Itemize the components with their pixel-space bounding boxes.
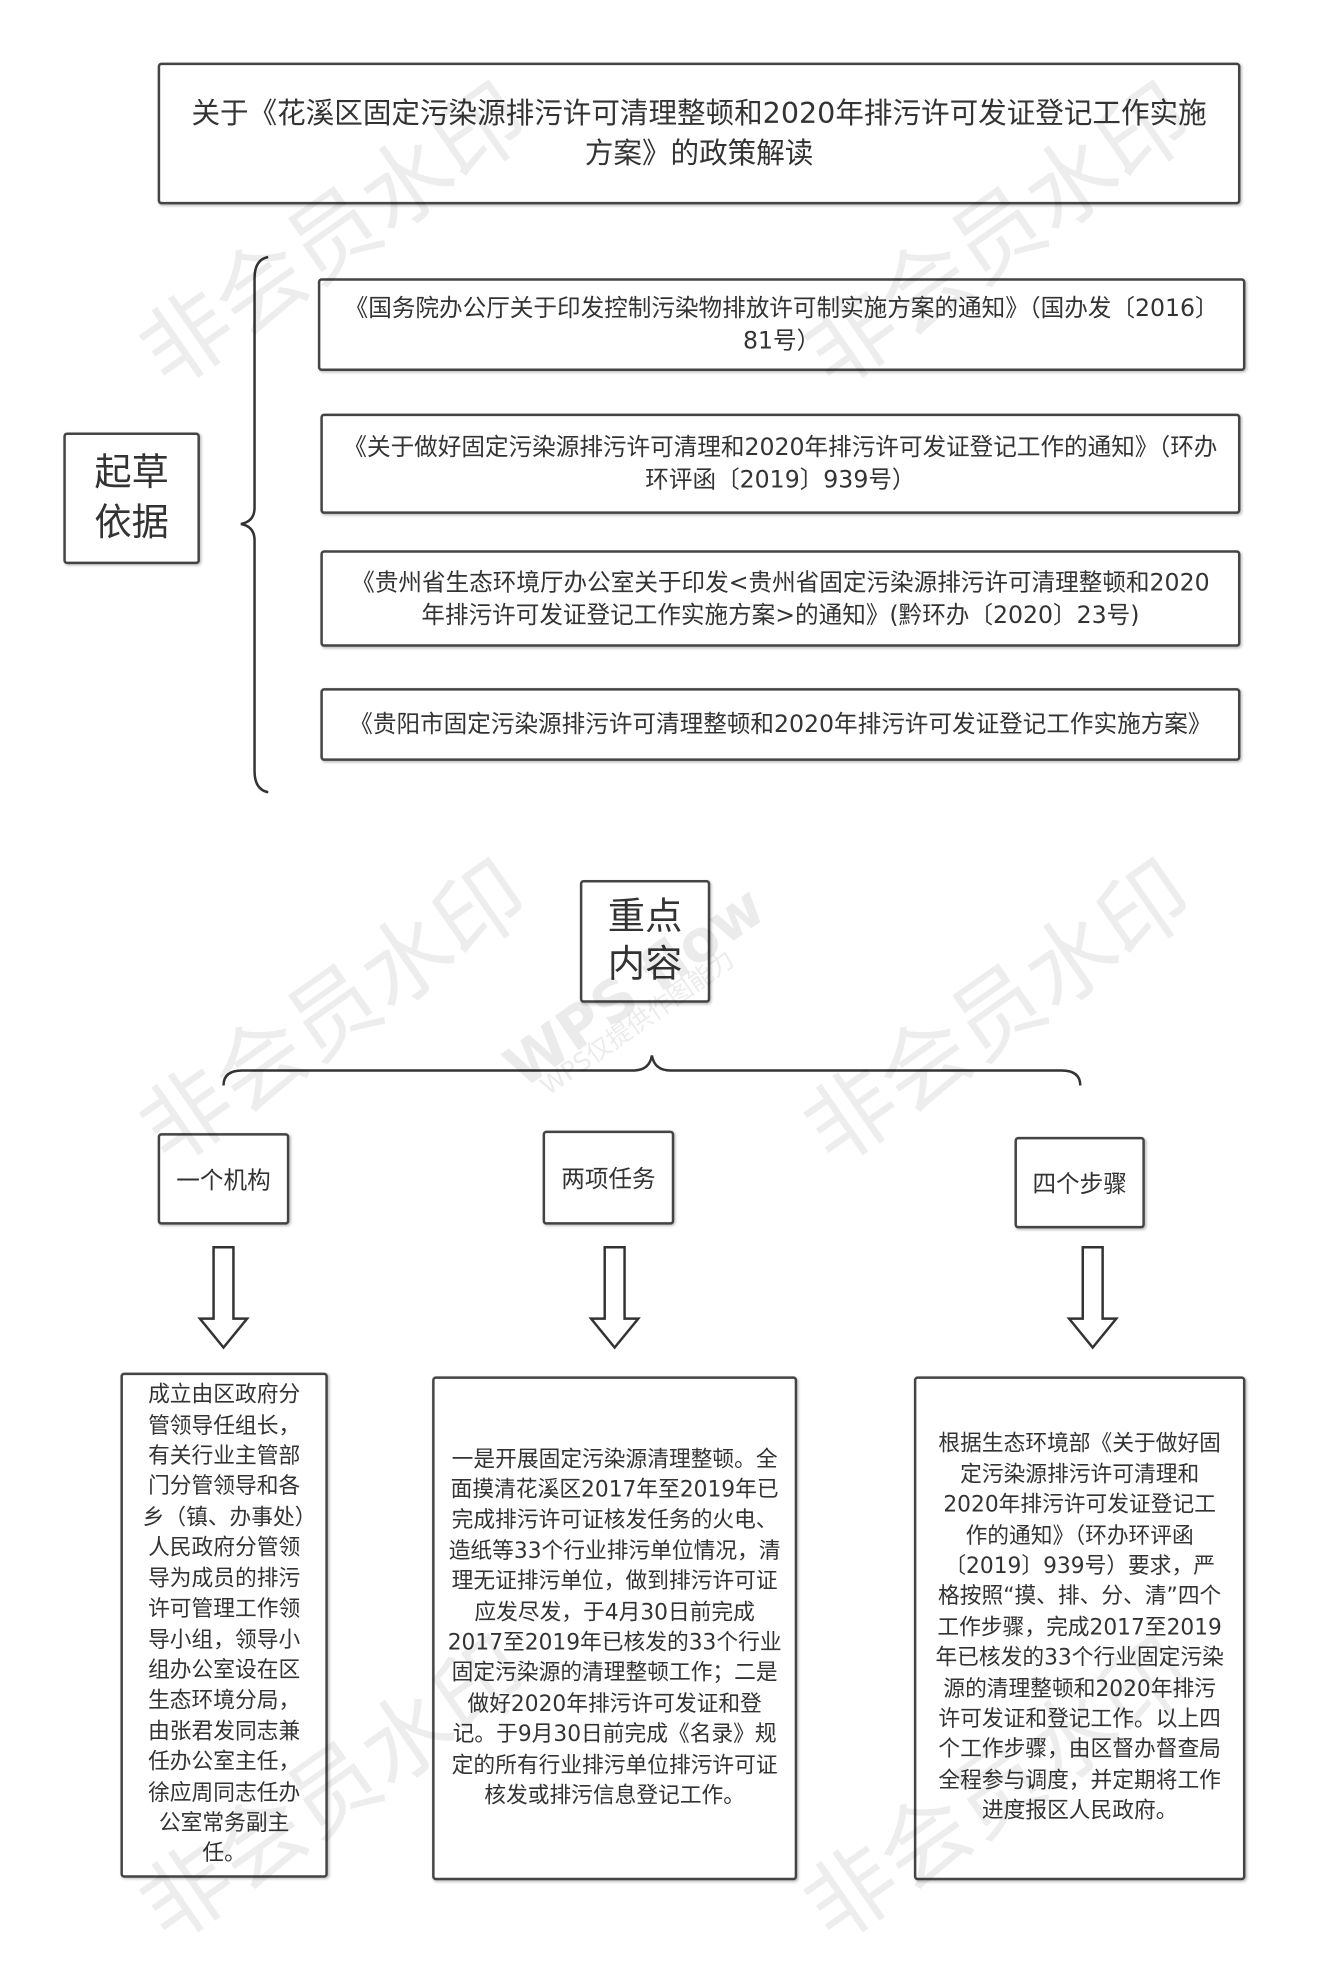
down-arrows: [197, 1245, 1119, 1350]
branch-content-text: 一是开展固定污染源清理整顿。全面摸清花溪区2017年至2019年已完成排污许可证…: [447, 1447, 782, 1809]
basis-item: 《关于做好固定污染源排污许可清理和2020年排污许可发证登记工作的通知》（环办环…: [320, 413, 1241, 514]
branch-label: 一个机构: [176, 1167, 271, 1195]
branch-content-organization: 成立由区政府分管领导任组长，有关行业主管部门分管领导和各乡（镇、办事处）人民政府…: [120, 1372, 328, 1878]
basis-item-text: 《国务院办公厅关于印发控制污染物排放许可制实施方案的通知》（国办发〔2016〕8…: [344, 294, 1219, 355]
basis-item: 《国务院办公厅关于印发控制污染物排放许可制实施方案的通知》（国办发〔2016〕8…: [317, 278, 1246, 372]
branch-box-organization: 一个机构: [157, 1133, 290, 1225]
branch-box-tasks: 两项任务: [542, 1130, 675, 1225]
key-brace: [222, 1055, 1082, 1086]
basis-brace: [240, 255, 269, 794]
branch-content-text: 根据生态环境部《关于做好固定污染源排污许可清理和2020年排污许可发证登记工作的…: [935, 1431, 1224, 1825]
branch-content-steps: 根据生态环境部《关于做好固定污染源排污许可清理和2020年排污许可发证登记工作的…: [913, 1376, 1246, 1881]
branch-box-steps: 四个步骤: [1014, 1136, 1145, 1229]
key-label: 重点内容: [607, 894, 683, 987]
down-arrow-icon: [1066, 1245, 1119, 1350]
basis-item: 《贵州省生态环境厅办公室关于印发<贵州省固定污染源排污许可清理整顿和2020年排…: [320, 550, 1241, 647]
basis-item-text: 《关于做好固定污染源排污许可清理和2020年排污许可发证登记工作的通知》（环办环…: [343, 433, 1218, 494]
basis-label-box: 起草依据: [63, 432, 200, 565]
title-text: 关于《花溪区固定污染源排污许可清理整顿和2020年排污许可发证登记工作实施方案》…: [191, 97, 1207, 170]
basis-item-text: 《贵州省生态环境厅办公室关于印发<贵州省固定污染源排污许可清理整顿和2020年排…: [351, 568, 1210, 629]
basis-label: 起草依据: [94, 450, 169, 545]
down-arrow-icon: [588, 1245, 641, 1350]
branch-content-text: 成立由区政府分管领导任组长，有关行业主管部门分管领导和各乡（镇、办事处）人民政府…: [142, 1382, 306, 1867]
basis-item-text: 《贵阳市固定污染源排污许可清理整顿和2020年排污许可发证登记工作实施方案》: [349, 710, 1212, 739]
branch-label: 两项任务: [561, 1165, 656, 1194]
branch-content-tasks: 一是开展固定污染源清理整顿。全面摸清花溪区2017年至2019年已完成排污许可证…: [432, 1376, 798, 1881]
branch-label: 四个步骤: [1032, 1170, 1127, 1199]
key-label-box: 重点内容: [579, 879, 711, 1003]
basis-item: 《贵阳市固定污染源排污许可清理整顿和2020年排污许可发证登记工作实施方案》: [320, 688, 1241, 761]
title-box: 关于《花溪区固定污染源排污许可清理整顿和2020年排污许可发证登记工作实施方案》…: [157, 62, 1241, 205]
down-arrow-icon: [197, 1245, 250, 1350]
